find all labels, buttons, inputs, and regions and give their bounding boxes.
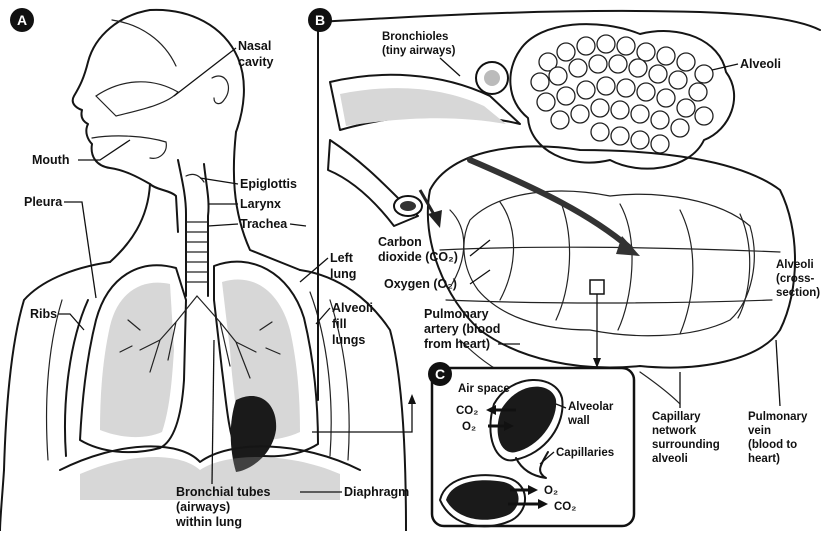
leader-bronchial — [212, 340, 214, 484]
label-alveoli-cross-2: (cross- — [776, 273, 815, 285]
label-pleura: Pleura — [24, 195, 63, 209]
label-co2-out: CO₂ — [554, 501, 576, 513]
nasal-hairline — [112, 20, 176, 66]
label-bronchial-airways: (airways) — [176, 500, 230, 514]
throat-tube-2 — [204, 164, 209, 296]
nasal-cavity-shape — [96, 82, 178, 116]
panel-c: Air space CO₂ O₂ Alveolar wall Capillari… — [432, 368, 634, 526]
bronchiole-tube-inner — [340, 88, 506, 126]
label-bronchial-within: within lung — [175, 515, 242, 529]
torso-outline-right — [300, 270, 404, 440]
label-ribs: Ribs — [30, 307, 57, 321]
rib-line-left — [47, 300, 62, 460]
alveolar-sac-small-inner — [484, 70, 500, 86]
alveoli-cross-inner — [464, 191, 754, 336]
flow-arrow-side-head — [428, 210, 442, 228]
label-capillary-2: network — [652, 425, 697, 437]
panel-a: Nasal cavity Mouth Epiglottis Larynx Tra… — [0, 10, 409, 531]
label-alveoli-fill-3: lungs — [332, 333, 365, 347]
label-capillaries: Capillaries — [556, 447, 614, 459]
artery-end-hole — [400, 201, 416, 211]
label-co2-in: CO₂ — [456, 405, 478, 417]
head-outline — [73, 10, 178, 232]
label-capillary-4: alveoli — [652, 453, 688, 465]
label-bronchioles: Bronchioles — [382, 31, 448, 43]
badge-c-text: C — [435, 366, 445, 382]
label-epiglottis: Epiglottis — [240, 177, 297, 191]
label-diaphragm: Diaphragm — [344, 485, 409, 499]
label-alveoli-fill-2: fill — [332, 317, 347, 331]
label-left-lung: Left — [330, 251, 354, 265]
label-left-lung-2: lung — [330, 267, 356, 281]
label-carbon-2: dioxide (CO₂) — [378, 250, 458, 264]
label-oxygen: Oxygen (O₂) — [384, 277, 457, 291]
leader-mouth — [78, 140, 130, 160]
leader-pleura — [64, 202, 96, 298]
neck-front — [110, 184, 150, 262]
label-trachea: Trachea — [240, 217, 288, 231]
label-alveolar-wall: Alveolar — [568, 401, 614, 413]
badge-b-text: B — [315, 12, 325, 28]
label-capillary: Capillary — [652, 411, 701, 423]
label-pulmonary-vein-4: heart) — [748, 453, 780, 465]
label-alveolar-wall-2: wall — [567, 415, 590, 427]
label-pulmonary-artery-3: from heart) — [424, 337, 490, 351]
label-capillary-3: surrounding — [652, 439, 720, 451]
connector-arrow — [408, 394, 416, 404]
label-o2-out: O₂ — [544, 485, 558, 497]
label-mouth: Mouth — [32, 153, 69, 167]
leader-nasal — [174, 48, 236, 96]
label-alveoli-top: Alveoli — [740, 57, 781, 71]
right-lung-fill — [100, 283, 174, 437]
label-pulmonary-artery-2: artery (blood — [424, 322, 500, 336]
label-alveoli-cross-3: section) — [776, 287, 820, 299]
label-pulmonary-vein: Pulmonary — [748, 411, 808, 423]
leader-oxygen — [470, 270, 490, 284]
torso-outline — [4, 262, 110, 470]
label-nasal-cavity: cavity — [238, 55, 273, 69]
head-back — [150, 10, 244, 132]
label-o2-in: O₂ — [462, 421, 476, 433]
label-bronchial-tubes: Bronchial tubes — [176, 485, 271, 499]
label-pulmonary-vein-3: (blood to — [748, 439, 797, 451]
leader-bronchioles — [440, 58, 460, 76]
label-nasal: Nasal — [238, 39, 271, 53]
badge-a-text: A — [17, 12, 27, 28]
label-bronchioles-2: (tiny airways) — [382, 45, 456, 57]
inset-locator — [590, 280, 604, 294]
label-pulmonary-vein-2: vein — [748, 425, 771, 437]
label-larynx: Larynx — [240, 197, 281, 211]
label-air-space: Air space — [458, 383, 510, 395]
connector-a-c — [312, 402, 412, 432]
label-carbon: Carbon — [378, 235, 422, 249]
label-pulmonary-artery: Pulmonary — [424, 307, 489, 321]
ear — [212, 76, 228, 104]
label-alveoli-cross: Alveoli — [776, 259, 814, 271]
leader-pulmonary-vein — [776, 340, 780, 406]
trachea-rings — [186, 222, 208, 282]
label-alveoli-fill: Alveoli — [332, 301, 373, 315]
oral-cavity — [92, 136, 166, 158]
